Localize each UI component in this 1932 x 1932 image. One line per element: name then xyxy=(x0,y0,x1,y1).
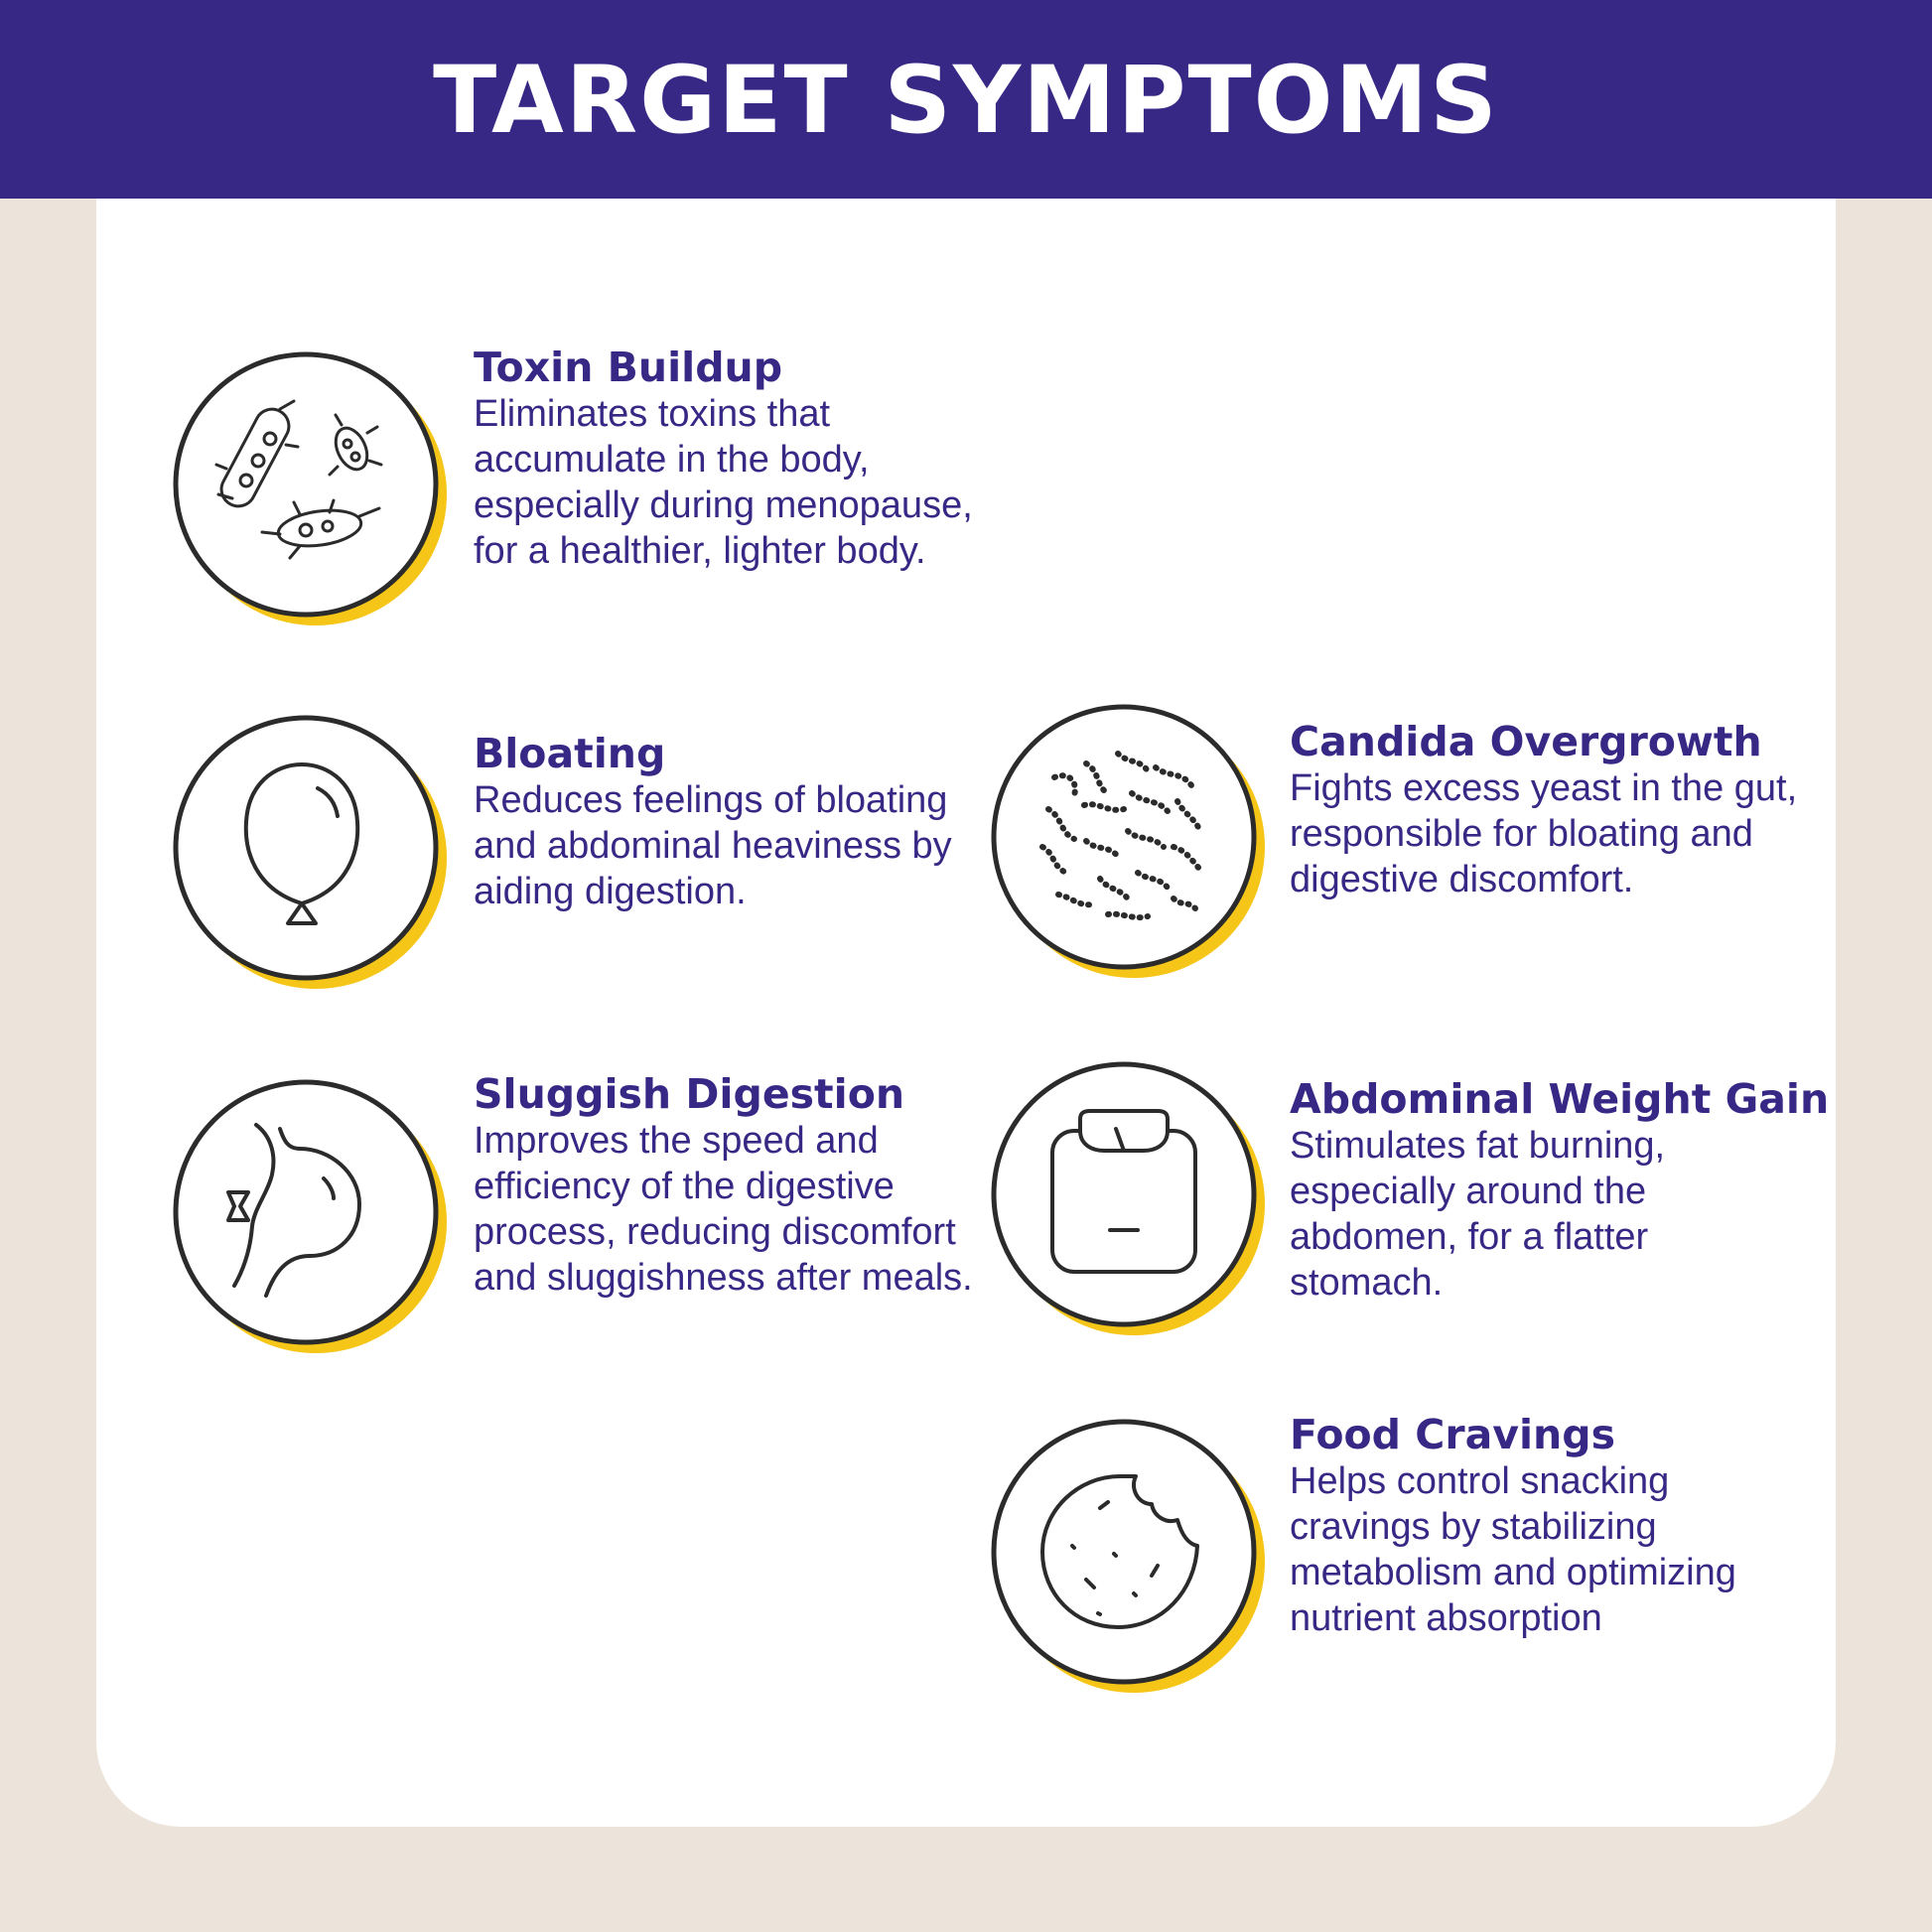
item-title: Candida Overgrowth xyxy=(1290,718,1762,765)
bacteria-icon xyxy=(171,349,449,627)
item-description: Reduces feelings of bloating and abdomin… xyxy=(474,779,952,912)
page-title: TARGET SYMPTOMS xyxy=(433,46,1499,155)
item-description: Fights excess yeast in the gut, responsi… xyxy=(1290,767,1798,900)
item-description: Eliminates toxins that accumulate in the… xyxy=(474,393,973,572)
scale-icon xyxy=(989,1059,1267,1337)
item-description: Improves the speed and efficiency of the… xyxy=(474,1120,973,1299)
cookie-icon xyxy=(989,1417,1267,1695)
item-title: Abdominal Weight Gain xyxy=(1290,1075,1830,1123)
item-description: Helps control snacking cravings by stabi… xyxy=(1290,1460,1736,1639)
header-banner: TARGET SYMPTOMS xyxy=(0,0,1932,199)
item-title: Food Cravings xyxy=(1290,1411,1615,1458)
item-title: Sluggish Digestion xyxy=(474,1070,905,1118)
balloon-icon xyxy=(171,713,449,991)
yeast-icon xyxy=(989,702,1267,980)
item-title: Bloating xyxy=(474,730,666,777)
item-description: Stimulates fat burning, especially aroun… xyxy=(1290,1125,1666,1304)
stomach-icon xyxy=(171,1077,449,1355)
item-title: Toxin Buildup xyxy=(474,344,783,391)
